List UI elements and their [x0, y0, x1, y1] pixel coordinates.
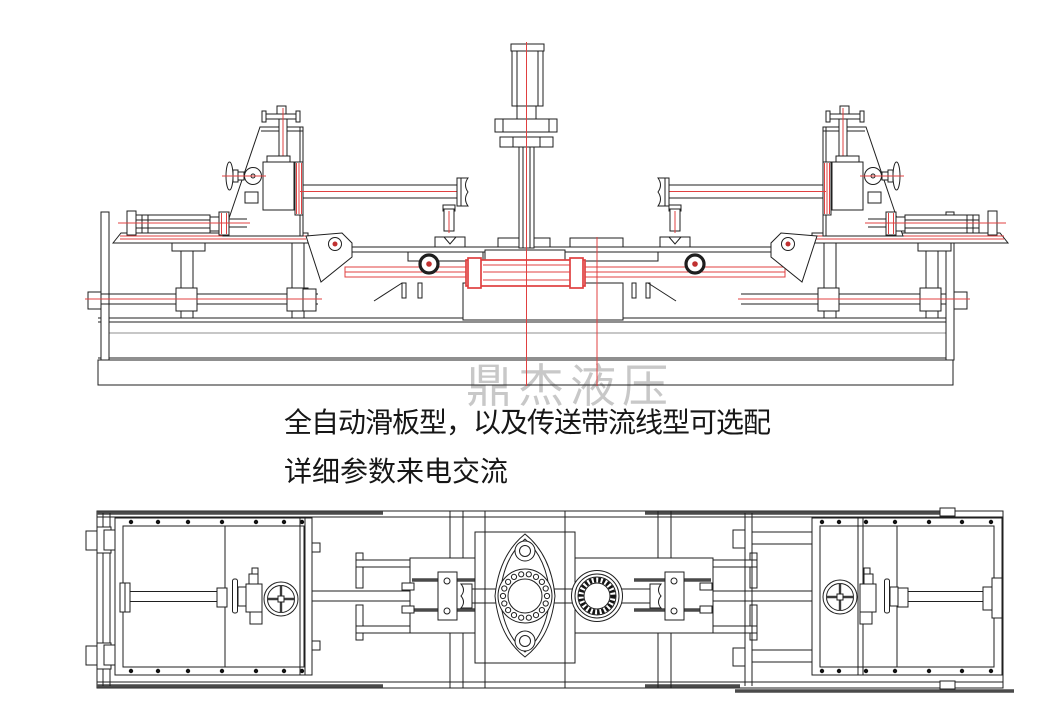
plan-view: [85, 507, 1014, 693]
right-panel-bolts: [819, 519, 994, 674]
base-frame: [97, 211, 955, 386]
right-clevis-fork: [657, 177, 670, 207]
left-rod-bracket: [437, 571, 458, 621]
left-valve-body: [245, 583, 263, 613]
left-gearbox: [262, 161, 295, 211]
plan-guide-rails: [311, 542, 812, 651]
left-end-post: [100, 211, 110, 361]
left-table-assembly: [111, 232, 309, 319]
plan-center-table: [401, 511, 714, 688]
left-plan-handwheel: [263, 581, 299, 617]
right-pivot-plate: [770, 232, 818, 283]
hydraulic-cylinder-highlight: [344, 257, 786, 289]
right-top-handwheel: [827, 113, 863, 120]
slide-rollers: [418, 253, 706, 275]
right-valve-body: [859, 583, 877, 613]
right-plan-handwheel: [822, 579, 858, 615]
right-clamp-tower: [657, 105, 904, 237]
left-top-handwheel: [263, 113, 299, 120]
left-panel-bolts: [128, 519, 305, 674]
center-pedestal: [373, 282, 677, 321]
left-clamp-tower: [222, 105, 469, 237]
front-elevation-view: [85, 42, 1010, 386]
plan-right-panel: [732, 513, 1003, 686]
left-horizontal-cylinder: [118, 210, 250, 236]
right-end-post: [945, 211, 955, 361]
right-horizontal-cylinder: [865, 210, 1006, 236]
ball-ring: [499, 571, 551, 621]
lower-tie-shafts: [85, 287, 970, 312]
watermark-text: 鼎杰液压: [466, 361, 674, 412]
caption-line-2: 详细参数来电交流: [284, 457, 509, 488]
right-gearbox: [831, 161, 864, 211]
center-bearing-assembly: [494, 533, 623, 658]
caption-line-1: 全自动滑板型，以及传送带流线型可选配: [284, 408, 771, 439]
right-rod-bracket: [664, 571, 685, 621]
plan-left-panel: [103, 517, 313, 676]
left-pivot-plate: [305, 232, 353, 283]
right-table-assembly: [811, 232, 1010, 319]
centerlines: [526, 42, 598, 386]
left-clevis-fork: [456, 177, 469, 207]
